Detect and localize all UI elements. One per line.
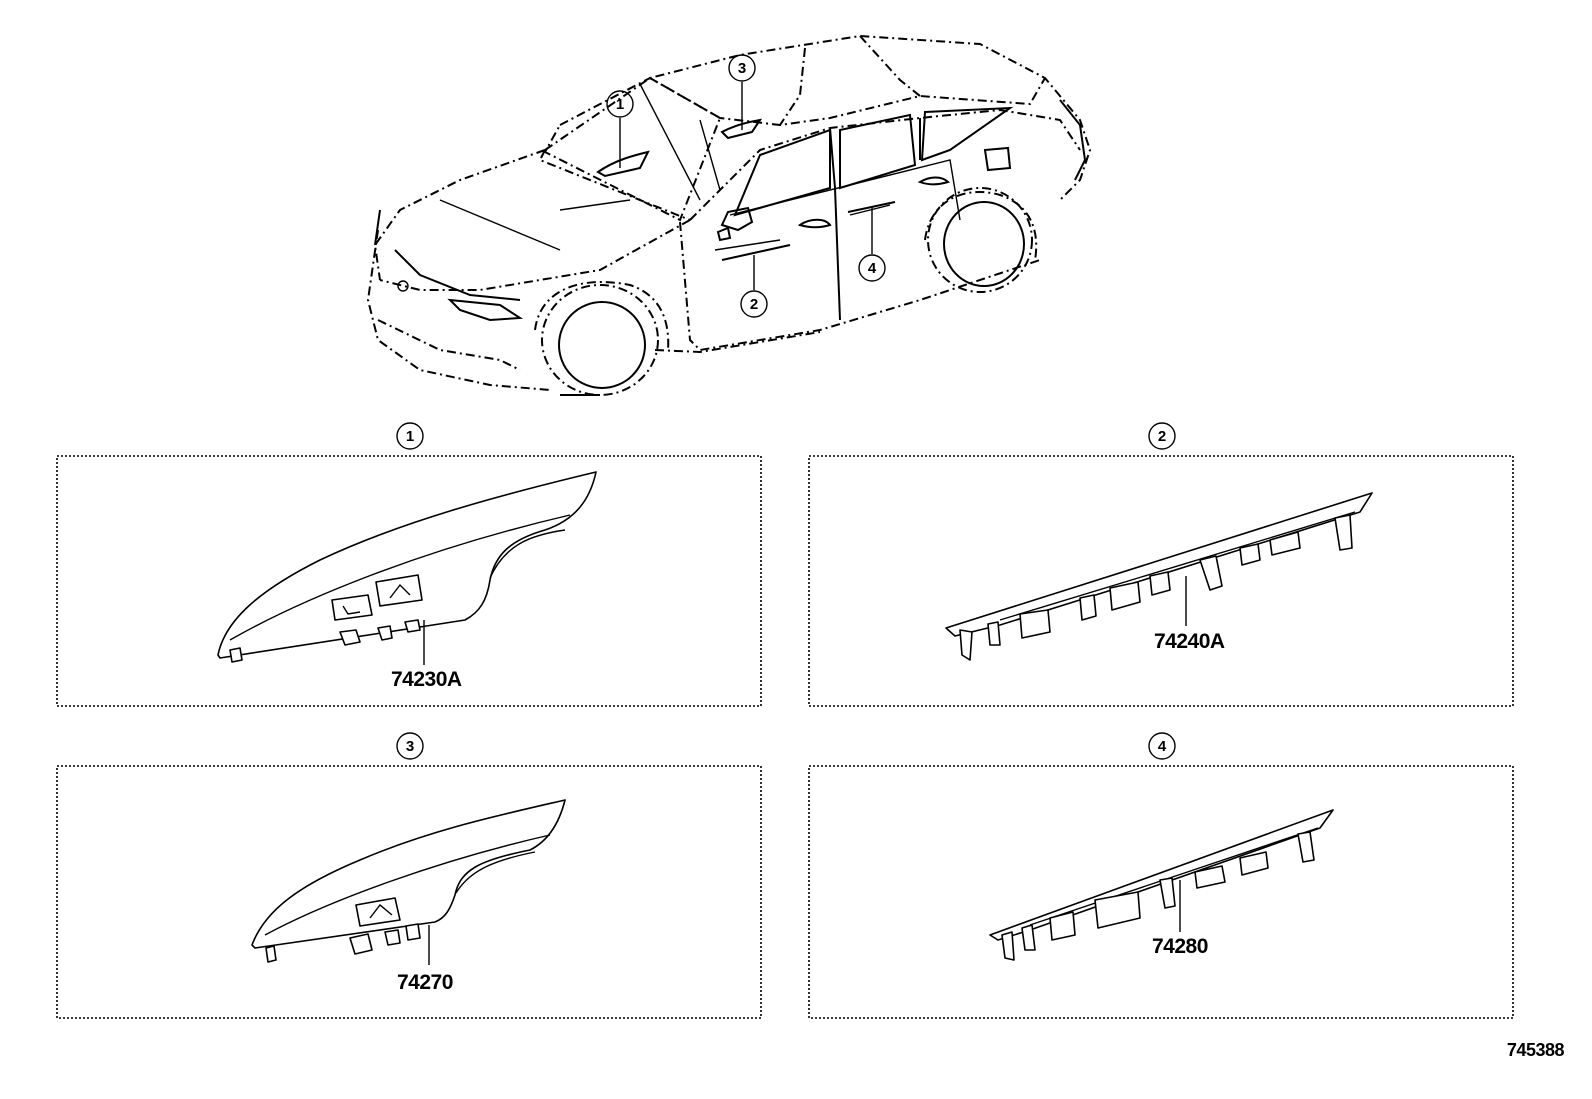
panel-2: 2 74240A: [808, 422, 1514, 707]
svg-text:2: 2: [750, 296, 758, 313]
panel-2-callout: 2: [1158, 428, 1166, 445]
panel-2-callout-circle: [1148, 422, 1176, 450]
callout-1-car: 1: [606, 90, 634, 168]
panel-1: 1 74230A: [56, 422, 762, 707]
part-number-74270: 74270: [397, 971, 453, 994]
panel-1-callout: 1: [406, 428, 414, 445]
callout-4-car: 4: [858, 207, 886, 282]
panel-3-frame: [56, 765, 762, 1019]
svg-text:3: 3: [738, 60, 746, 77]
panel-3: 3 74270: [56, 732, 762, 1019]
part-74270-drawing: [251, 799, 566, 965]
panel-3-callout-circle: [396, 732, 424, 760]
svg-text:4: 4: [868, 260, 877, 277]
callout-2-car: 2: [740, 255, 768, 318]
car-illustration: 1 3 2 4: [366, 34, 1092, 396]
panel-4-callout: 4: [1158, 738, 1167, 755]
panel-4-callout-circle: [1148, 732, 1176, 760]
part-74240A-drawing: [945, 492, 1373, 661]
part-number-74230A: 74230A: [391, 668, 462, 691]
panel-3-callout: 3: [406, 738, 414, 755]
panel-2-frame: [808, 455, 1514, 707]
diagram-id: 745388: [1506, 1040, 1565, 1060]
panel-1-frame: [56, 455, 762, 707]
part-number-74280: 74280: [1152, 935, 1208, 958]
panel-1-callout-circle: [396, 422, 424, 450]
part-74230A-drawing: [217, 471, 597, 665]
panel-4-frame: [808, 765, 1514, 1019]
panel-4: 4 74280: [808, 732, 1514, 1019]
svg-text:1: 1: [616, 96, 624, 113]
part-74280-drawing: [989, 809, 1334, 961]
part-number-74240A: 74240A: [1154, 630, 1225, 653]
callout-3-car: 3: [728, 54, 756, 130]
